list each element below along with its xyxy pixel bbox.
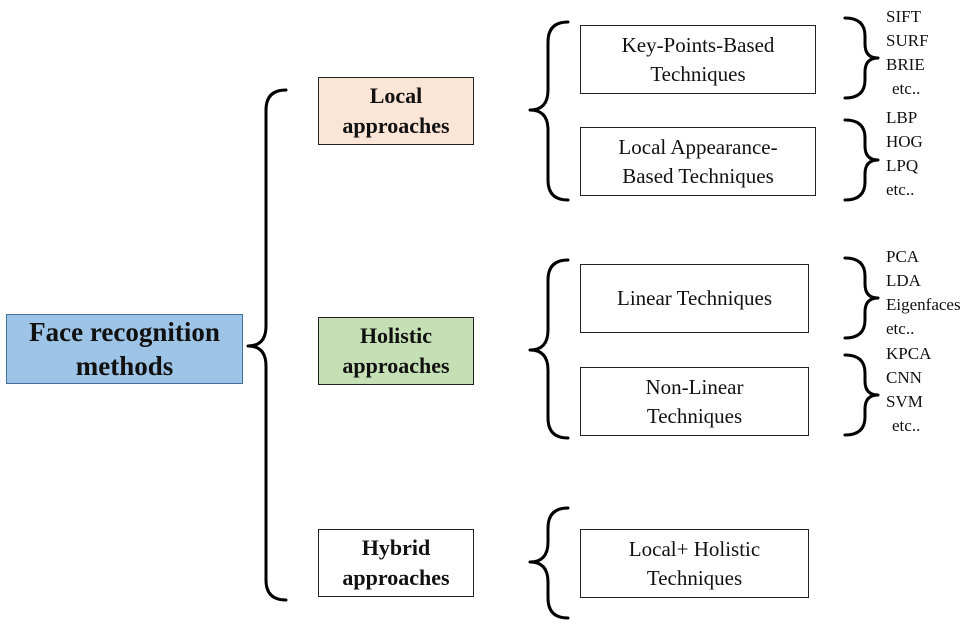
example-item: SURF [886, 31, 929, 50]
examples-local-appearance: LBP HOG LPQ etc.. [886, 106, 923, 202]
examples-brace-lbp [843, 118, 880, 202]
examples-brace-kpca [843, 353, 880, 437]
example-item: etc.. [886, 319, 915, 338]
technique-non-linear: Non-Linear Techniques [580, 367, 809, 436]
root-node: Face recognition methods [6, 314, 243, 384]
example-item: PCA [886, 247, 920, 266]
example-item: etc.. [892, 79, 921, 98]
example-item: HOG [886, 132, 923, 151]
examples-brace-sift [843, 16, 880, 100]
example-item: LDA [886, 271, 921, 290]
holistic-brace [528, 258, 570, 440]
category-local: Local approaches [318, 77, 474, 145]
local-brace [528, 20, 570, 202]
example-item: LPQ [886, 156, 919, 175]
example-item: KPCA [886, 344, 932, 363]
example-item: Eigenfaces [886, 295, 961, 314]
example-item: LBP [886, 108, 918, 127]
main-brace [246, 88, 288, 602]
example-item: CNN [886, 368, 922, 387]
technique-local-appearance: Local Appearance- Based Techniques [580, 127, 816, 196]
category-hybrid: Hybrid approaches [318, 529, 474, 597]
example-item: SIFT [886, 7, 921, 26]
category-holistic: Holistic approaches [318, 317, 474, 385]
examples-linear: PCA LDA Eigenfaces etc.. [886, 245, 961, 341]
examples-brace-pca [843, 256, 880, 340]
example-item: BRIE [886, 55, 925, 74]
examples-non-linear: KPCA CNN SVM etc.. [886, 342, 931, 438]
technique-local-holistic: Local+ Holistic Techniques [580, 529, 809, 598]
technique-key-points: Key-Points-Based Techniques [580, 25, 816, 94]
example-item: SVM [886, 392, 923, 411]
example-item: etc.. [892, 416, 921, 435]
example-item: etc.. [886, 180, 915, 199]
hybrid-brace [528, 506, 570, 620]
technique-linear: Linear Techniques [580, 264, 809, 333]
examples-key-points: SIFT SURF BRIE etc.. [886, 5, 929, 101]
